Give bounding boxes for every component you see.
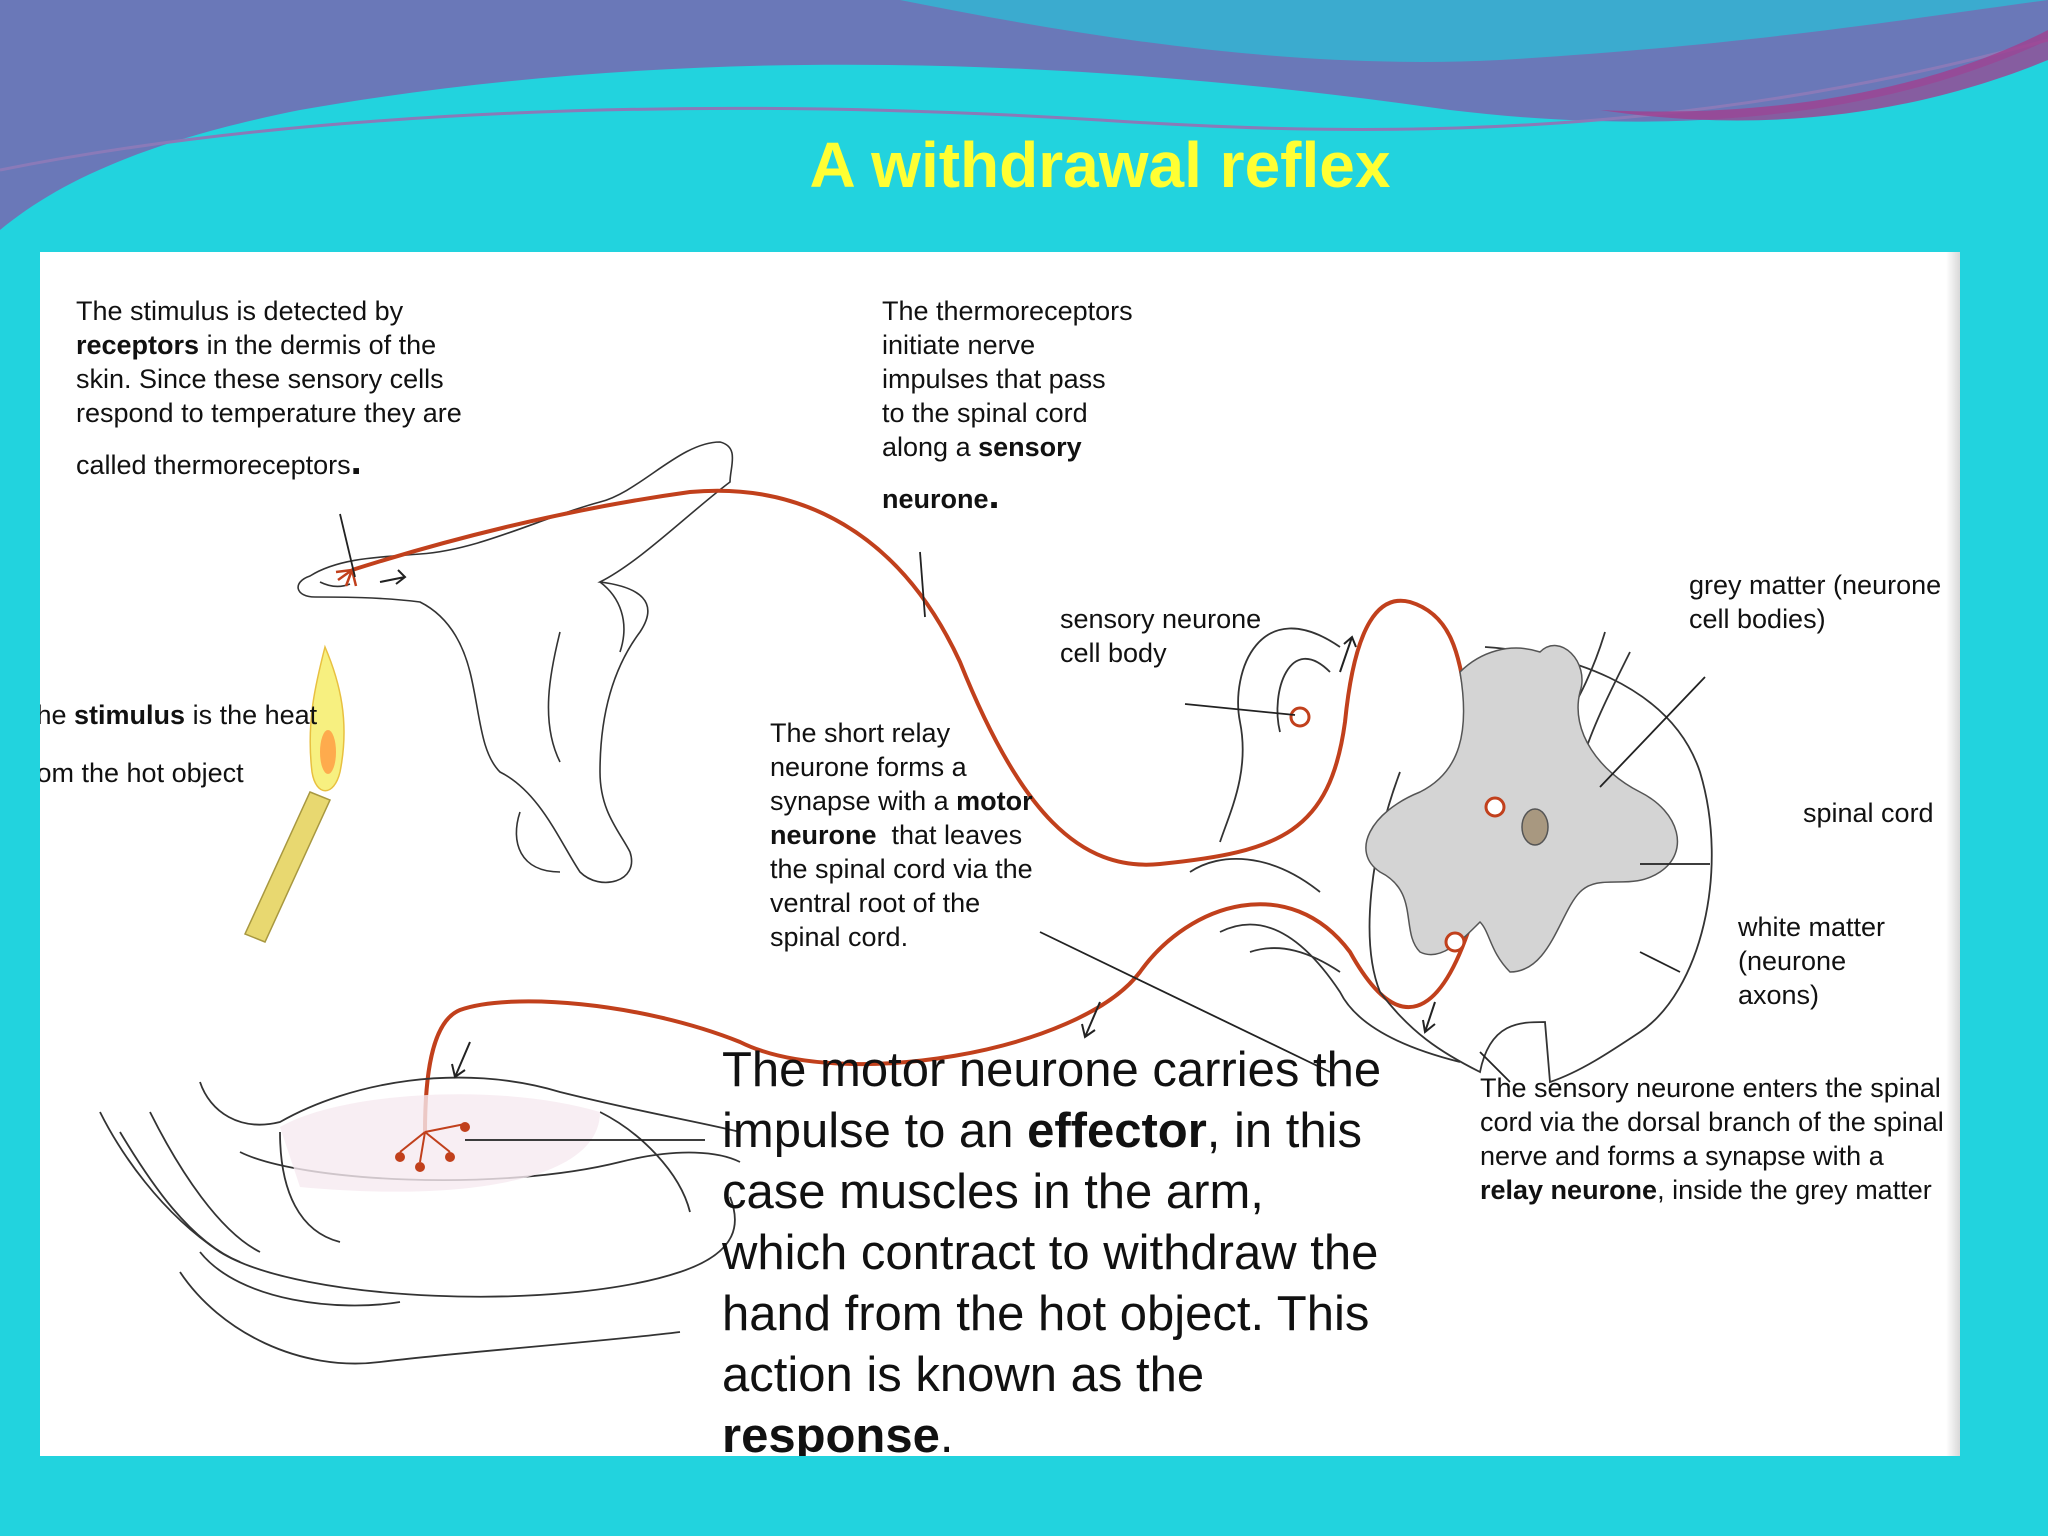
sensory-entry-line-3: nerve and forms a synapse with a: [1480, 1141, 1884, 1171]
sensory-cell-body: [1289, 706, 1311, 728]
stimulus-line-1-rest: is the heat: [185, 700, 318, 730]
header-banner: [0, 0, 2048, 230]
relay-line-4: neurone that leaves: [770, 818, 1033, 852]
thermo-line-6: neurone.: [882, 475, 1133, 516]
thermo-line-1: The thermoreceptors: [882, 296, 1133, 326]
motor-line-6: action is known as the: [722, 1348, 1205, 1402]
relay-line-6: ventral root of the: [770, 888, 981, 918]
motor-line-1: The motor neurone carries the: [722, 1043, 1382, 1097]
grey-matter-annotation: grey matter (neurone cell bodies): [1689, 568, 1941, 636]
relay-cell-body: [1484, 796, 1506, 818]
receptors-line-1: The stimulus is detected by: [76, 296, 404, 326]
motor-line-7: response.: [722, 1406, 1381, 1456]
stimulus-term: stimulus: [74, 700, 186, 730]
sensory-neurone: [351, 488, 1507, 867]
receptors-line-5: called thermoreceptors.: [76, 441, 462, 482]
receptors-line-2-rest: in the dermis of the: [199, 330, 437, 360]
relay-neurone-bold: relay neurone: [1480, 1175, 1658, 1205]
relay-motor-term: motor: [956, 786, 1033, 816]
cell-body-line-1: sensory neurone: [1060, 604, 1262, 634]
thermo-line-5: along a sensory: [882, 430, 1133, 464]
white-matter-line-2: axons): [1738, 980, 1820, 1010]
cell-body-line-2: cell body: [1060, 638, 1167, 668]
receptors-line-5-dot: .: [350, 439, 362, 483]
response-term: response: [722, 1409, 940, 1456]
motor-neurone: [423, 902, 1470, 1133]
thermo-line-2: initiate nerve: [882, 330, 1036, 360]
receptors-line-3: skin. Since these sensory cells: [76, 364, 444, 394]
relay-line-3: synapse with a motor: [770, 784, 1033, 818]
thermo-line-4: to the spinal cord: [882, 398, 1088, 428]
white-matter-line-1: white matter (neurone: [1738, 912, 1886, 976]
receptors-line-5-text: called thermoreceptors: [76, 450, 351, 480]
motor-line-7-dot: .: [939, 1409, 954, 1456]
relay-line-5: the spinal cord via the: [770, 854, 1033, 884]
spinal-cord-label: spinal cord: [1803, 798, 1934, 828]
motor-line-2-rest: , in this: [1206, 1104, 1363, 1158]
matchstick: [243, 791, 332, 943]
annotation-leader-lines: [339, 513, 1710, 1141]
thermo-line-6-dot: .: [988, 473, 1000, 517]
sensory-entry-line-4: relay neurone, inside the grey matter: [1480, 1173, 1944, 1207]
spinal-cord-outline: [1189, 627, 1713, 1084]
stimulus-line-1: The stimulus is the heat: [40, 698, 317, 732]
flame-icon: [309, 644, 345, 792]
relay-line-7: spinal cord.: [770, 922, 909, 952]
motor-line-2: impulse to an effector, in this: [722, 1101, 1381, 1162]
receptors-term: receptors: [76, 330, 200, 360]
thermo-line-3: impulses that pass: [882, 364, 1106, 394]
thermo-neurone-term: neurone: [882, 484, 989, 514]
motor-line-2-pre: impulse to an: [722, 1104, 1028, 1158]
stimulus-line-2: from the hot object: [40, 758, 244, 788]
receptors-annotation: The stimulus is detected by receptors in…: [76, 294, 462, 482]
reflex-arc-illustration: [99, 441, 1713, 1365]
reflex-diagram-panel: The stimulus is detected by receptors in…: [40, 252, 1960, 1456]
sensory-entry-line-4-rest: , inside the grey matter: [1657, 1175, 1932, 1205]
grey-matter-line-1: grey matter (neurone: [1689, 570, 1942, 600]
effector-term: effector: [1027, 1104, 1207, 1158]
white-matter-annotation: white matter (neurone axons): [1738, 910, 1960, 1012]
receptor-endings: [335, 568, 358, 587]
thermo-sensory-term: sensory: [978, 432, 1082, 462]
thermo-line-5-pre: along a: [882, 432, 979, 462]
direction-arrows: [379, 569, 1436, 1079]
grey-matter-line-2: cell bodies): [1689, 604, 1826, 634]
page-title: A withdrawal reflex: [809, 129, 1391, 201]
sensory-entry-annotation: The sensory neurone enters the spinal co…: [1480, 1071, 1944, 1207]
relay-annotation: The short relay neurone forms a synapse …: [770, 716, 1033, 954]
relay-line-3-pre: synapse with a: [770, 786, 957, 816]
cell-body-annotation: sensory neurone cell body: [1060, 602, 1261, 670]
motor-line-4: which contract to withdraw the: [722, 1226, 1379, 1280]
relay-line-1: The short relay: [770, 718, 951, 748]
grey-matter-shape: [1365, 644, 1679, 973]
hand-outline: [297, 441, 734, 884]
relay-neurone-term: neurone: [770, 820, 877, 850]
motor-line-5: hand from the hot object. This: [722, 1287, 1370, 1341]
effector-endings: [395, 1122, 470, 1172]
sensory-entry-line-2: cord via the dorsal branch of the spinal: [1480, 1107, 1944, 1137]
receptors-line-4: respond to temperature they are: [76, 398, 462, 428]
thermoreceptors-annotation: The thermoreceptors initiate nerve impul…: [882, 294, 1133, 516]
central-canal: [1521, 808, 1549, 846]
receptors-line-2: receptors in the dermis of the: [76, 328, 462, 362]
motor-line-3: case muscles in the arm,: [722, 1165, 1264, 1219]
panel-edge-shadow: [1946, 252, 1960, 1456]
sensory-entry-line-1: The sensory neurone enters the spinal: [1480, 1073, 1941, 1103]
relay-line-4-rest: that leaves: [876, 820, 1023, 850]
relay-line-2: neurone forms a: [770, 752, 967, 782]
motor-cell-body: [1444, 931, 1466, 953]
stimulus-annotation: The stimulus is the heat from the hot ob…: [40, 698, 317, 790]
stimulus-line-1-pre: The: [40, 700, 67, 730]
motor-annotation: The motor neurone carries the impulse to…: [722, 1040, 1381, 1456]
